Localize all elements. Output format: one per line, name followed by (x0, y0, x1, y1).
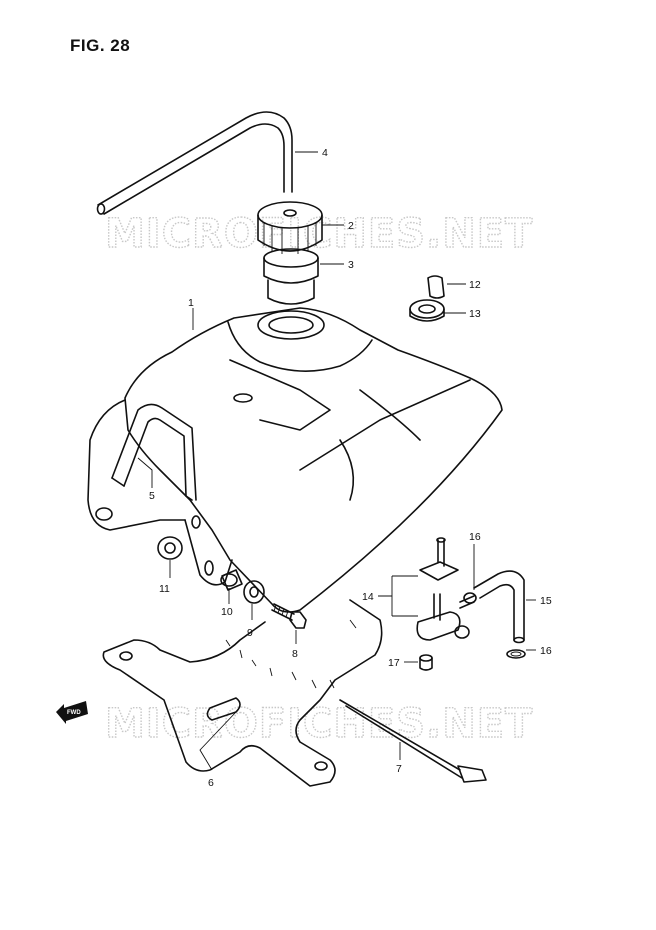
callout-15: 15 (540, 595, 552, 607)
callout-13: 13 (469, 308, 481, 320)
bracket-plate (102, 599, 383, 787)
breather-hose (96, 111, 293, 215)
drain-screw (419, 654, 433, 671)
callout-1: 1 (188, 297, 194, 309)
watermark-top: MICROFICHES.NET (105, 211, 533, 257)
rubber-cushion (409, 299, 445, 322)
hose-clip-upper (463, 592, 477, 604)
callout-14: 14 (362, 591, 374, 603)
callout-17: 17 (388, 657, 400, 669)
callout-16-lower: 16 (540, 645, 552, 657)
callout-9: 9 (247, 627, 253, 639)
watermark-bottom: MICROFICHES.NET (105, 701, 533, 747)
callout-3: 3 (348, 259, 354, 271)
mounting-collar (220, 569, 243, 591)
fuel-cock (416, 537, 475, 641)
leader-lines (137, 151, 536, 771)
hose-clip-lower (506, 649, 526, 659)
callout-10: 10 (221, 606, 233, 618)
mounting-bolt (271, 603, 307, 629)
callout-4: 4 (322, 147, 328, 159)
mount-strap (111, 403, 197, 501)
callout-12: 12 (469, 279, 481, 291)
cap-gasket (263, 248, 319, 305)
callout-11: 11 (159, 583, 170, 595)
callout-2: 2 (348, 220, 354, 232)
fuel-hose (473, 570, 525, 644)
callout-7: 7 (396, 763, 402, 775)
figure-title: FIG. 28 (70, 36, 131, 55)
forward-direction-marker: FWD (56, 701, 88, 724)
fwd-label: FWD (67, 710, 81, 716)
fuel-cap (257, 201, 323, 254)
callout-16-upper: 16 (469, 531, 481, 543)
washer (243, 580, 265, 604)
callout-5: 5 (149, 490, 155, 502)
tank-cushion (157, 536, 183, 560)
cable-tie (339, 699, 487, 783)
fuel-tank (87, 307, 503, 613)
callout-8: 8 (292, 648, 298, 660)
callout-6: 6 (208, 777, 214, 789)
grommet-collar (427, 275, 445, 299)
